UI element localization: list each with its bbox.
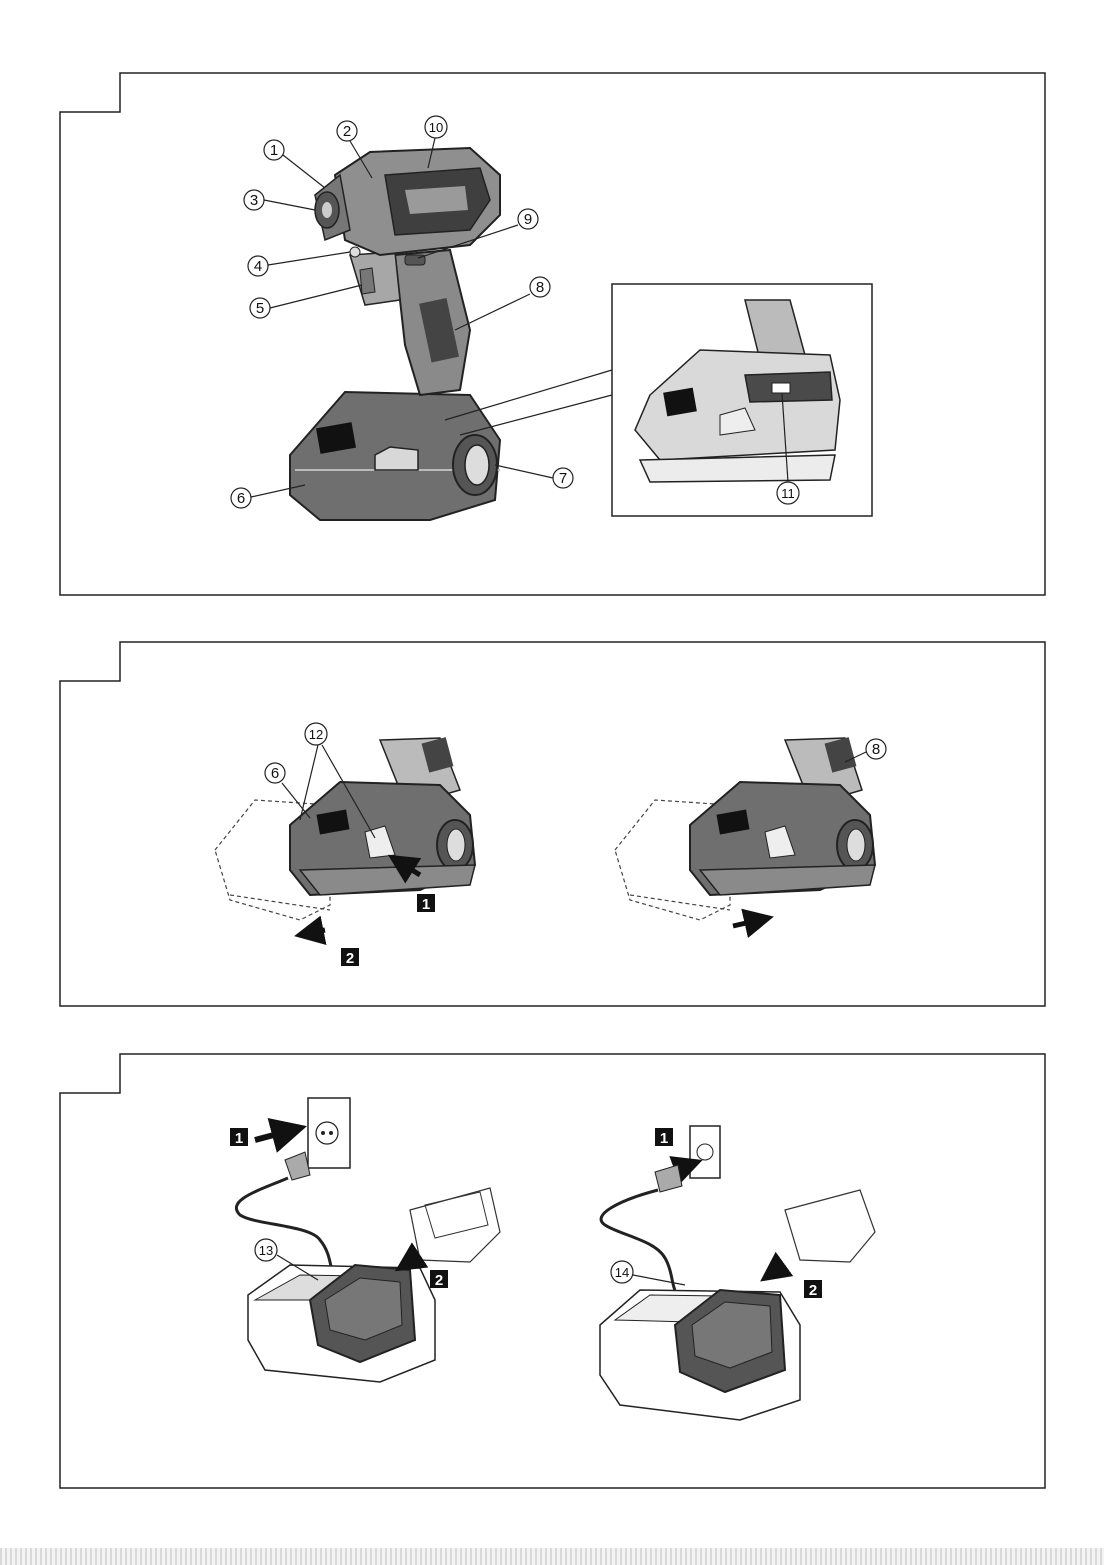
- impact-driver-illustration: [290, 148, 500, 520]
- callout-2-label: 2: [343, 123, 351, 140]
- step-2-label: 2: [346, 950, 354, 967]
- figure-3-frame: [60, 1054, 1045, 1488]
- step-2-left-label: 2: [435, 1272, 443, 1289]
- step-2-right-label: 2: [809, 1282, 817, 1299]
- callout-12-label: 12: [309, 727, 323, 742]
- callout-5-label: 5: [256, 300, 264, 317]
- callout-6-label: 6: [237, 490, 245, 507]
- figure-2-frame: [60, 642, 1045, 1006]
- callout-14-label: 14: [615, 1265, 629, 1280]
- figure-1-frame: [60, 73, 1045, 595]
- callout-8-label: 8: [536, 279, 544, 296]
- callout-10-label: 10: [429, 120, 443, 135]
- inset-detail: [445, 284, 872, 516]
- callout-4-label: 4: [254, 258, 262, 275]
- callout-11-label: 11: [781, 486, 795, 501]
- scan-edge-strip: [0, 1548, 1104, 1565]
- callout-9-label: 9: [524, 211, 532, 228]
- callout-1-label: 1: [270, 142, 278, 159]
- battery-removal-illustration: [215, 737, 475, 935]
- step-1-left-label: 1: [235, 1130, 243, 1147]
- step-1-right-label: 1: [660, 1130, 668, 1147]
- callout-6-fig2-label: 6: [271, 765, 279, 782]
- battery-install-illustration: [615, 737, 875, 926]
- callout-3-label: 3: [250, 192, 258, 209]
- charger-right-illustration: [600, 1126, 875, 1420]
- callout-7-label: 7: [559, 470, 567, 487]
- charger-left-illustration: [236, 1098, 500, 1382]
- step-1-label: 1: [422, 896, 430, 913]
- callout-13-label: 13: [259, 1243, 273, 1258]
- callout-8-fig2-label: 8: [872, 741, 880, 758]
